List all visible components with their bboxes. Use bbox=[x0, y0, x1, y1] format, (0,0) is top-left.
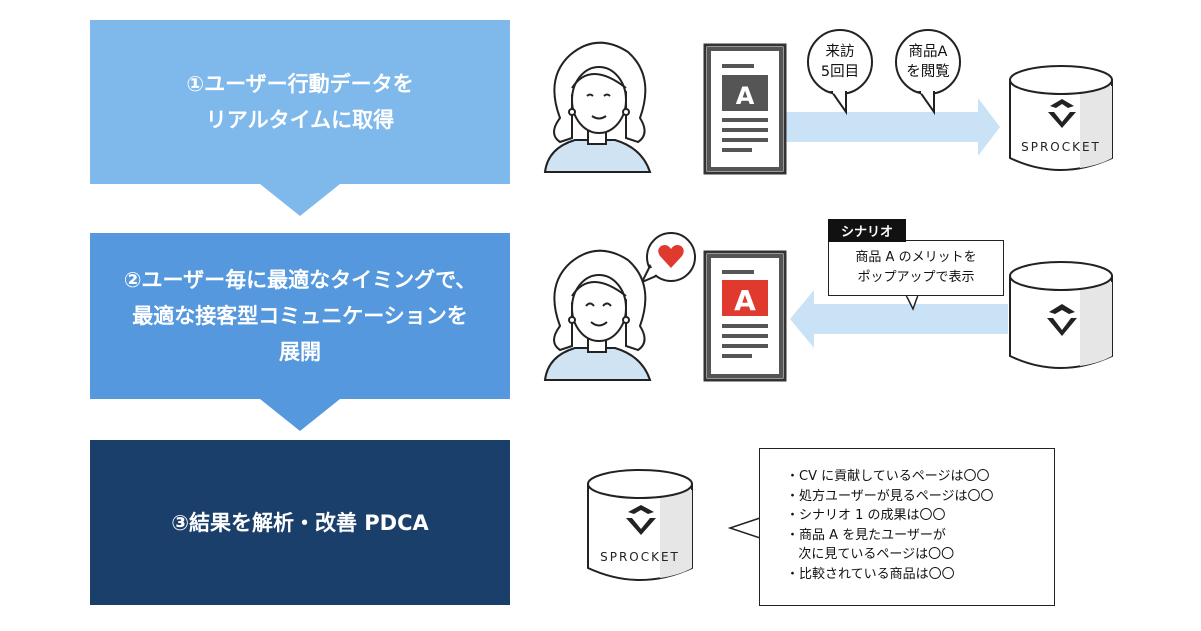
woman-avatar-1 bbox=[543, 41, 652, 173]
speech-bubble-view bbox=[895, 29, 961, 116]
step-3-box: ③結果を解析・改善 PDCA bbox=[90, 440, 510, 605]
analysis-item: ・シナリオ 1 の成果は〇〇 bbox=[786, 508, 946, 523]
analysis-bubble-tail bbox=[727, 516, 761, 540]
sprocket-brand-1: SPROCKET bbox=[1021, 140, 1101, 154]
bubble-view-text: 商品A を閲覧 bbox=[906, 44, 950, 80]
document-icon-1 bbox=[703, 43, 787, 175]
heart-icon bbox=[658, 245, 684, 268]
analysis-item: 次に見ているページは〇〇 bbox=[786, 547, 955, 562]
speech-bubble-visit bbox=[807, 29, 873, 116]
step-2-label: ②ユーザー毎に最適なタイミングで、 最適な接客型コミュニケーションを 展開 bbox=[123, 268, 477, 364]
sprocket-brand-3: SPROCKET bbox=[600, 550, 680, 564]
document-icon-2 bbox=[703, 250, 787, 382]
sprocket-database-1 bbox=[1009, 65, 1113, 171]
step-1-box: ①ユーザー行動データを リアルタイムに取得 bbox=[90, 20, 510, 184]
row2-flow-arrow bbox=[790, 290, 1008, 348]
analysis-item: ・商品 A を見たユーザーが bbox=[786, 527, 946, 543]
sprocket-database-2 bbox=[1009, 261, 1113, 369]
step-1-label: ①ユーザー行動データを リアルタイムに取得 bbox=[186, 72, 414, 132]
analysis-item: ・処方ユーザーが見るページは〇〇 bbox=[786, 488, 994, 504]
woman-avatar-2 bbox=[543, 249, 652, 381]
document-1-letter: A bbox=[736, 82, 755, 110]
step-2-box: ②ユーザー毎に最適なタイミングで、 最適な接客型コミュニケーションを 展開 bbox=[90, 233, 510, 399]
bubble-visit-text: 来訪 5回目 bbox=[820, 44, 860, 80]
scenario-tag: シナリオ bbox=[828, 219, 906, 242]
analysis-item: ・CV に貢献しているページは〇〇 bbox=[786, 469, 990, 484]
step-1-down-arrow bbox=[260, 184, 340, 216]
scenario-popup: 商品 A のメリットを ポップアップで表示 bbox=[828, 240, 1004, 296]
sprocket-logo-icon-3 bbox=[626, 505, 656, 535]
document-2-letter: A bbox=[734, 284, 756, 317]
sprocket-logo-icon-1 bbox=[1048, 99, 1076, 128]
row1-flow-arrow bbox=[785, 98, 1000, 156]
sprocket-logo-icon-2 bbox=[1047, 304, 1077, 336]
step-2-down-arrow bbox=[260, 399, 340, 431]
analysis-results-box: ・CV に貢献しているページは〇〇 ・処方ユーザーが見るページは〇〇 ・シナリオ… bbox=[759, 448, 1055, 606]
step-3-label: ③結果を解析・改善 PDCA bbox=[171, 510, 429, 535]
analysis-item: ・比較されている商品は〇〇 bbox=[786, 566, 955, 582]
